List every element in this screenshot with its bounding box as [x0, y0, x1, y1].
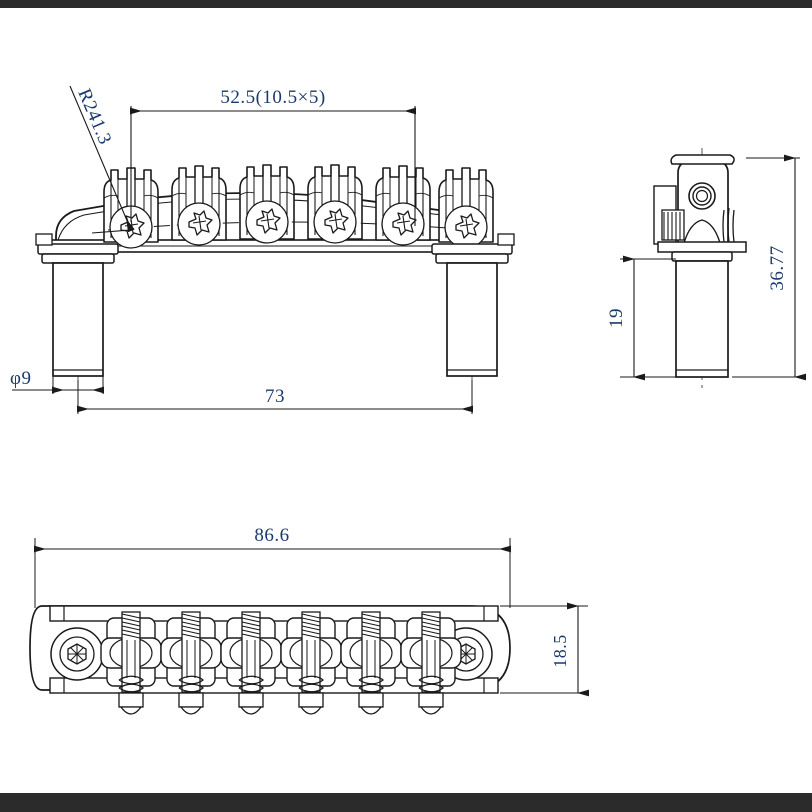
mounting-post-right [431, 233, 515, 377]
side-bridge-body [653, 154, 747, 378]
right-side-view: 36.77 19 [606, 148, 806, 388]
dimension-overall-length-label: 86.6 [254, 525, 289, 546]
drawing-canvas: 52.5(10.5×5) R241.3 φ9 73 [0, 8, 812, 793]
plan-screw-boss-group [118, 692, 444, 715]
dimension-saddle-span: 52.5(10.5×5) [130, 87, 416, 226]
technical-drawing-svg: 52.5(10.5×5) R241.3 φ9 73 [10, 86, 806, 715]
dimension-overall-height-label: 36.77 [767, 245, 788, 290]
dimension-post-length: 19 [606, 255, 676, 381]
dimension-radius-label: R241.3 [73, 86, 115, 148]
dimension-post-spacing: 73 [77, 380, 473, 414]
dimension-body-width: 18.5 [500, 602, 589, 697]
dimension-post-diameter-label: φ9 [10, 368, 31, 389]
dimension-overall-length: 86.6 [34, 525, 511, 608]
top-plan-view: 86.6 18.5 [29, 525, 589, 715]
top-letterbox-band [0, 0, 812, 8]
mounting-post-left [35, 233, 119, 377]
front-elevation-view: 52.5(10.5×5) R241.3 φ9 73 [10, 86, 515, 414]
dimension-overall-height: 36.77 [732, 154, 806, 381]
dimension-body-width-label: 18.5 [550, 634, 570, 668]
plan-post-hole-left [50, 627, 104, 681]
string-radius-arc [107, 221, 473, 231]
bottom-letterbox-band [0, 793, 812, 812]
dimension-post-diameter: φ9 [10, 368, 104, 394]
dimension-saddle-span-label: 52.5(10.5×5) [220, 87, 325, 108]
dimension-post-length-label: 19 [606, 308, 627, 328]
dimension-post-spacing-label: 73 [265, 386, 285, 407]
